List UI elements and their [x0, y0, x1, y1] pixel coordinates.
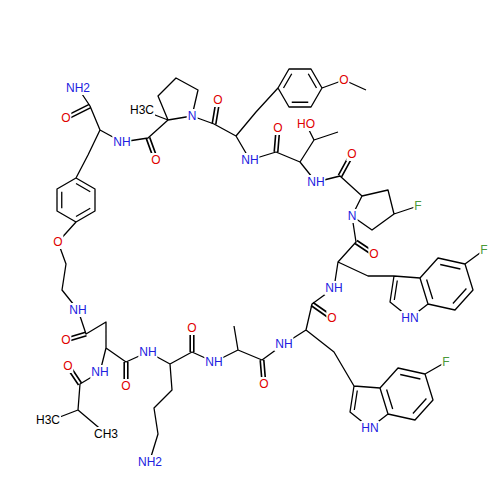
atom-label: O — [326, 311, 337, 325]
atom-label: NH — [138, 345, 157, 359]
atom-label: HN — [360, 421, 379, 435]
double-bond-gap — [66, 100, 374, 386]
atom-label: NH — [112, 135, 131, 149]
atom-label: O — [212, 93, 223, 107]
atom-label: NH2 — [65, 81, 91, 95]
atom-label: HN — [400, 311, 419, 325]
atom-label: NH — [306, 175, 325, 189]
atom-label: O — [62, 359, 73, 373]
atom-label: CH3 — [93, 427, 119, 441]
atom-label: O — [346, 147, 357, 161]
atom-label: F — [441, 355, 450, 369]
aromatic-inner-bonds — [62, 74, 467, 414]
atom-label: NH — [204, 355, 223, 369]
atom-label: F — [413, 199, 422, 213]
atom-label: NH — [90, 365, 109, 379]
atom-label: O — [368, 247, 379, 261]
atom-label: O — [52, 235, 63, 249]
atom-label: NH — [68, 303, 87, 317]
atom-label: O — [120, 379, 131, 393]
atom-label: NH — [274, 337, 293, 351]
atom-label: H3C — [35, 413, 61, 427]
atom-label: N — [347, 209, 358, 223]
atom-label: O — [272, 121, 283, 135]
atom-label: NH — [324, 281, 343, 295]
atom-label: O — [338, 73, 349, 87]
atom-label: F — [479, 243, 488, 257]
atom-label: HO — [296, 117, 316, 131]
single-bonds — [52, 69, 484, 460]
atom-label: O — [258, 377, 269, 391]
atom-label: NH — [240, 153, 259, 167]
atom-label: O — [60, 111, 71, 125]
atom-label: NH2 — [137, 455, 163, 469]
atom-label: O — [186, 321, 197, 335]
double-bond-outer — [66, 100, 374, 386]
atom-label: O — [60, 333, 71, 347]
atom-label: N — [187, 109, 198, 123]
atom-label: O — [150, 153, 161, 167]
atom-label: H3C — [129, 103, 155, 117]
